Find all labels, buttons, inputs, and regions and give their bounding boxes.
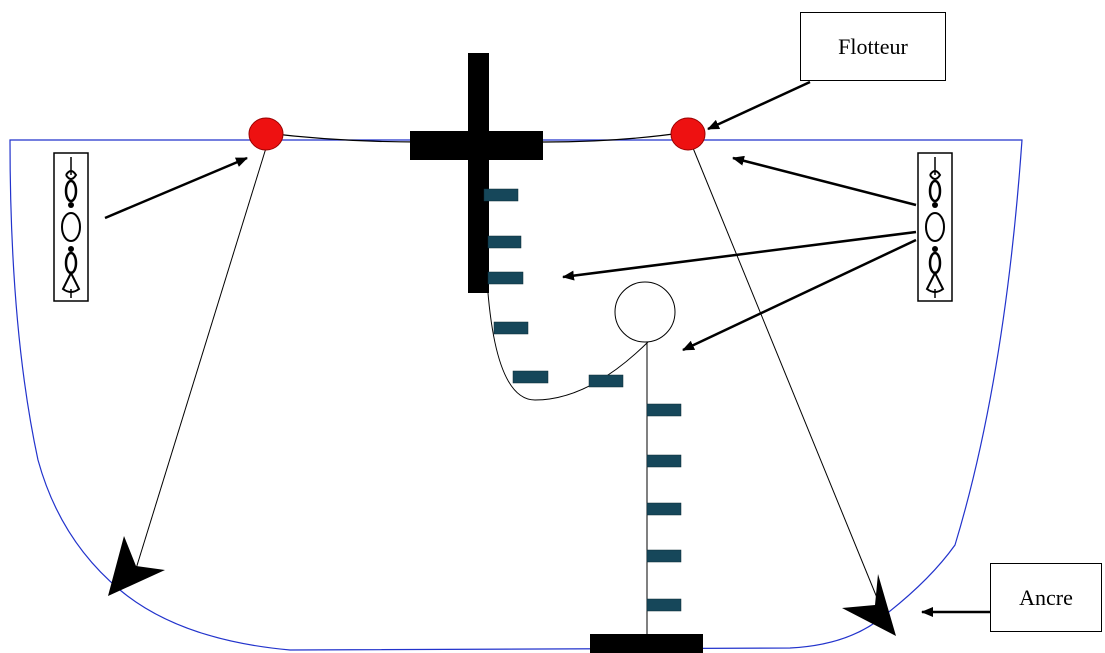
swivel-icon-left: [52, 151, 90, 303]
weight-blocks: [483, 188, 682, 612]
weight-block: [646, 403, 682, 417]
cross-horizontal: [410, 131, 543, 160]
bottom-weight: [590, 634, 703, 653]
float-label: Flotteur: [838, 33, 908, 59]
weight-block: [646, 454, 682, 468]
anchor-icon-right: [842, 574, 896, 636]
buoy-circle: [614, 281, 676, 343]
arrow-swivel-right-1: [732, 155, 917, 207]
arrow-swivel-right-2: [562, 230, 917, 281]
arrow-swivel-right-3: [682, 238, 917, 352]
weight-block: [512, 370, 549, 384]
net-outline: [9, 139, 1023, 651]
float-icon-right: [670, 117, 706, 151]
swivel-icon-right: [916, 151, 954, 303]
weight-block: [588, 374, 624, 388]
weight-block: [646, 549, 682, 563]
hanging-line: [486, 279, 651, 401]
float-label-box: Flotteur: [800, 12, 946, 81]
cross-vertical: [468, 53, 489, 293]
anchor-icon-left: [108, 536, 165, 596]
anchor-label-box: Ancre: [990, 563, 1102, 632]
weight-block: [646, 502, 682, 516]
float-icon-left: [248, 117, 284, 151]
weight-block: [646, 598, 682, 612]
weight-block: [493, 321, 529, 335]
anchor-line-left: [134, 147, 267, 573]
pointer-arrows: [104, 80, 990, 617]
arrow-swivel-left: [104, 156, 248, 220]
weight-block: [487, 271, 524, 285]
anchor-label: Ancre: [1019, 584, 1073, 610]
arrow-flotteur: [707, 80, 811, 131]
weight-block: [483, 188, 519, 202]
anchor-line-right: [692, 147, 883, 611]
weight-block: [487, 235, 522, 249]
